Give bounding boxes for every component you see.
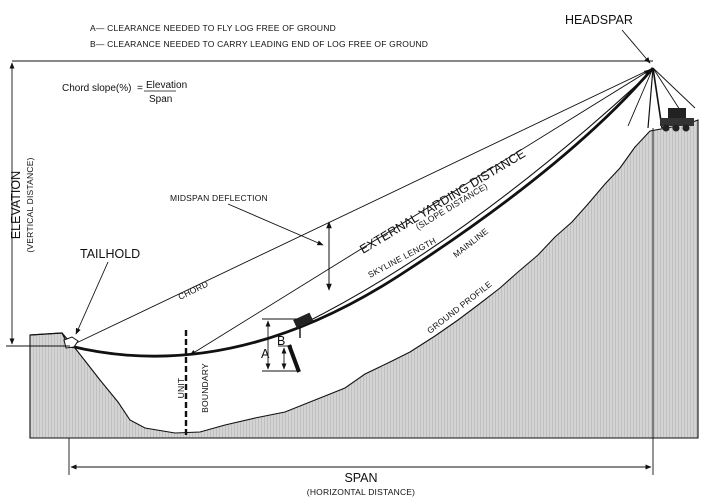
boundary-label: BOUNDARY [200, 363, 210, 413]
unit-label: UNIT [176, 378, 186, 399]
clearance-b-label: B [277, 334, 285, 348]
yarder-machine [660, 108, 694, 132]
tailhold-arrow [75, 261, 109, 335]
carriage [293, 312, 314, 338]
external-yarding-label: EXTERNAL YARDING DISTANCE [357, 146, 528, 256]
headspar-label: HEADSPAR [565, 13, 633, 27]
tailhold-stump [63, 336, 79, 349]
formula-equals: = [137, 83, 143, 94]
legend-a: A— CLEARANCE NEEDED TO FLY LOG FREE OF G… [90, 23, 336, 33]
ground-terrain [29, 119, 699, 439]
headspar-leader [621, 29, 651, 64]
formula-lhs: Chord slope(%) [62, 83, 131, 94]
legend-b: B— CLEARANCE NEEDED TO CARRY LEADING END… [90, 39, 428, 49]
clearance-a-label: A [261, 347, 270, 361]
log [287, 344, 301, 373]
formula-denominator: Span [149, 94, 172, 105]
tailhold-label: TAILHOLD [80, 247, 140, 261]
span-sublabel: (HORIZONTAL DISTANCE) [307, 487, 415, 497]
midspan-leader [227, 203, 324, 246]
chord-label: CHORD [176, 279, 209, 302]
external-yarding-line [189, 69, 651, 356]
midspan-deflection-label: MIDSPAN DEFLECTION [170, 193, 268, 203]
clearance-dimensions [262, 318, 298, 372]
skyline-cable [69, 67, 655, 358]
elevation-sublabel: (VERTICAL DISTANCE) [25, 157, 35, 252]
formula-numerator: Elevation [146, 80, 187, 91]
mainline-cable [304, 69, 654, 324]
span-label: SPAN [344, 471, 377, 485]
elevation-label: ELEVATION [9, 171, 23, 239]
